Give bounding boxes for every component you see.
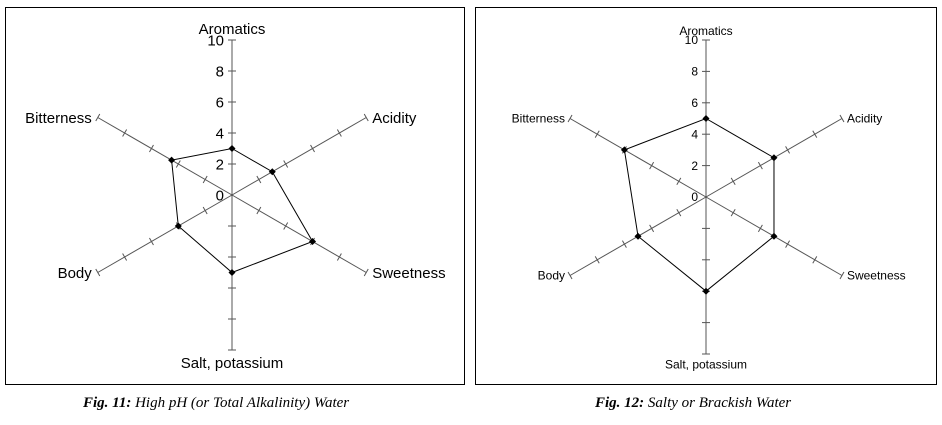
scale-tick-label: 2 <box>216 156 224 173</box>
axis-tick <box>283 160 289 168</box>
scale-tick-label: 0 <box>216 187 224 204</box>
axis-tick <box>757 224 763 233</box>
axis-tick <box>175 160 181 168</box>
axis-label-bitterness: Bitterness <box>512 112 565 126</box>
axis-label-sweetness: Sweetness <box>847 269 906 283</box>
axis-tick <box>785 146 791 154</box>
scale-tick-label: 4 <box>691 127 698 141</box>
axis-tick <box>95 113 101 122</box>
axis-tick <box>730 177 736 186</box>
axis-label-salt-potassium: Salt, potassium <box>181 355 284 372</box>
axis-label-acidity: Acidity <box>372 110 417 127</box>
axis-tick <box>812 256 818 264</box>
axis-tick <box>567 114 573 123</box>
axis-label-salt-potassium: Salt, potassium <box>665 358 747 372</box>
axis-tick <box>202 175 208 184</box>
axis-line-body <box>97 194 233 273</box>
data-point-body <box>634 232 642 240</box>
axis-tick <box>594 256 600 264</box>
axis-tick <box>363 113 369 122</box>
axis-tick <box>567 271 573 280</box>
axis-tick <box>676 177 682 186</box>
data-point-aromatics <box>702 115 710 122</box>
scale-tick-label: 2 <box>691 159 698 173</box>
axis-tick <box>283 222 289 230</box>
data-point-sweetness <box>309 238 317 245</box>
axis-tick <box>122 129 128 137</box>
axis-tick <box>256 175 262 184</box>
data-point-salt-potassium <box>702 287 710 295</box>
axis-tick <box>149 144 154 153</box>
scale-tick-label: 8 <box>216 63 224 80</box>
scale-tick-label: 10 <box>207 32 224 49</box>
axis-tick <box>839 271 845 280</box>
axis-tick <box>95 268 101 277</box>
axis-tick <box>256 206 262 215</box>
axis-tick <box>785 240 791 248</box>
axis-tick <box>336 129 342 137</box>
data-point-acidity <box>770 154 778 162</box>
scale-tick-label: 0 <box>691 190 698 204</box>
axis-line-bitterness <box>569 118 707 198</box>
axis-tick <box>363 268 369 277</box>
axis-tick <box>649 161 655 170</box>
axis-tick <box>310 144 315 153</box>
axis-line-sweetness <box>231 194 367 273</box>
axis-label-bitterness: Bitterness <box>25 110 92 127</box>
axis-tick <box>649 224 655 233</box>
figure-number: Fig. 11: <box>83 395 132 411</box>
axis-tick <box>122 253 128 261</box>
figure-number: Fig. 12: <box>595 395 645 411</box>
axis-line-acidity <box>231 117 367 196</box>
scale-tick-label: 10 <box>685 33 699 47</box>
axis-label-acidity: Acidity <box>847 112 882 126</box>
figure-caption-12: Fig. 12: Salty or Brackish Water <box>595 395 791 412</box>
data-point-body <box>174 222 182 230</box>
axis-tick <box>812 130 818 138</box>
axis-label-aromatics: Aromatics <box>199 21 266 38</box>
data-point-salt-potassium <box>228 269 236 276</box>
axis-tick <box>730 208 736 217</box>
data-polygon <box>623 117 775 292</box>
scale-tick-label: 4 <box>216 125 224 142</box>
axis-tick <box>839 114 845 123</box>
data-point-aromatics <box>228 145 236 152</box>
axis-tick <box>594 130 600 138</box>
figure-caption-11: Fig. 11: High pH (or Total Alkalinity) W… <box>83 395 349 412</box>
data-point-sweetness <box>770 232 778 240</box>
axis-tick <box>149 237 154 246</box>
axis-label-body: Body <box>58 265 93 282</box>
axis-label-body: Body <box>538 269 565 283</box>
figure-title: High pH (or Total Alkalinity) Water <box>131 395 350 411</box>
data-point-bitterness <box>620 146 628 154</box>
axis-tick <box>621 240 627 248</box>
figure-title: Salty or Brackish Water <box>644 395 792 411</box>
scale-tick-label: 8 <box>691 65 698 79</box>
axis-tick <box>757 161 763 170</box>
axis-tick <box>336 253 342 261</box>
data-point-bitterness <box>168 156 176 164</box>
axis-tick <box>202 206 208 215</box>
data-polygon <box>171 147 314 274</box>
data-point-acidity <box>268 168 276 176</box>
scale-tick-label: 6 <box>691 96 698 110</box>
axis-label-aromatics: Aromatics <box>679 24 732 38</box>
axis-label-sweetness: Sweetness <box>372 265 445 282</box>
axis-tick <box>676 208 682 217</box>
scale-tick-label: 6 <box>216 94 224 111</box>
axis-line-bitterness <box>97 117 233 196</box>
